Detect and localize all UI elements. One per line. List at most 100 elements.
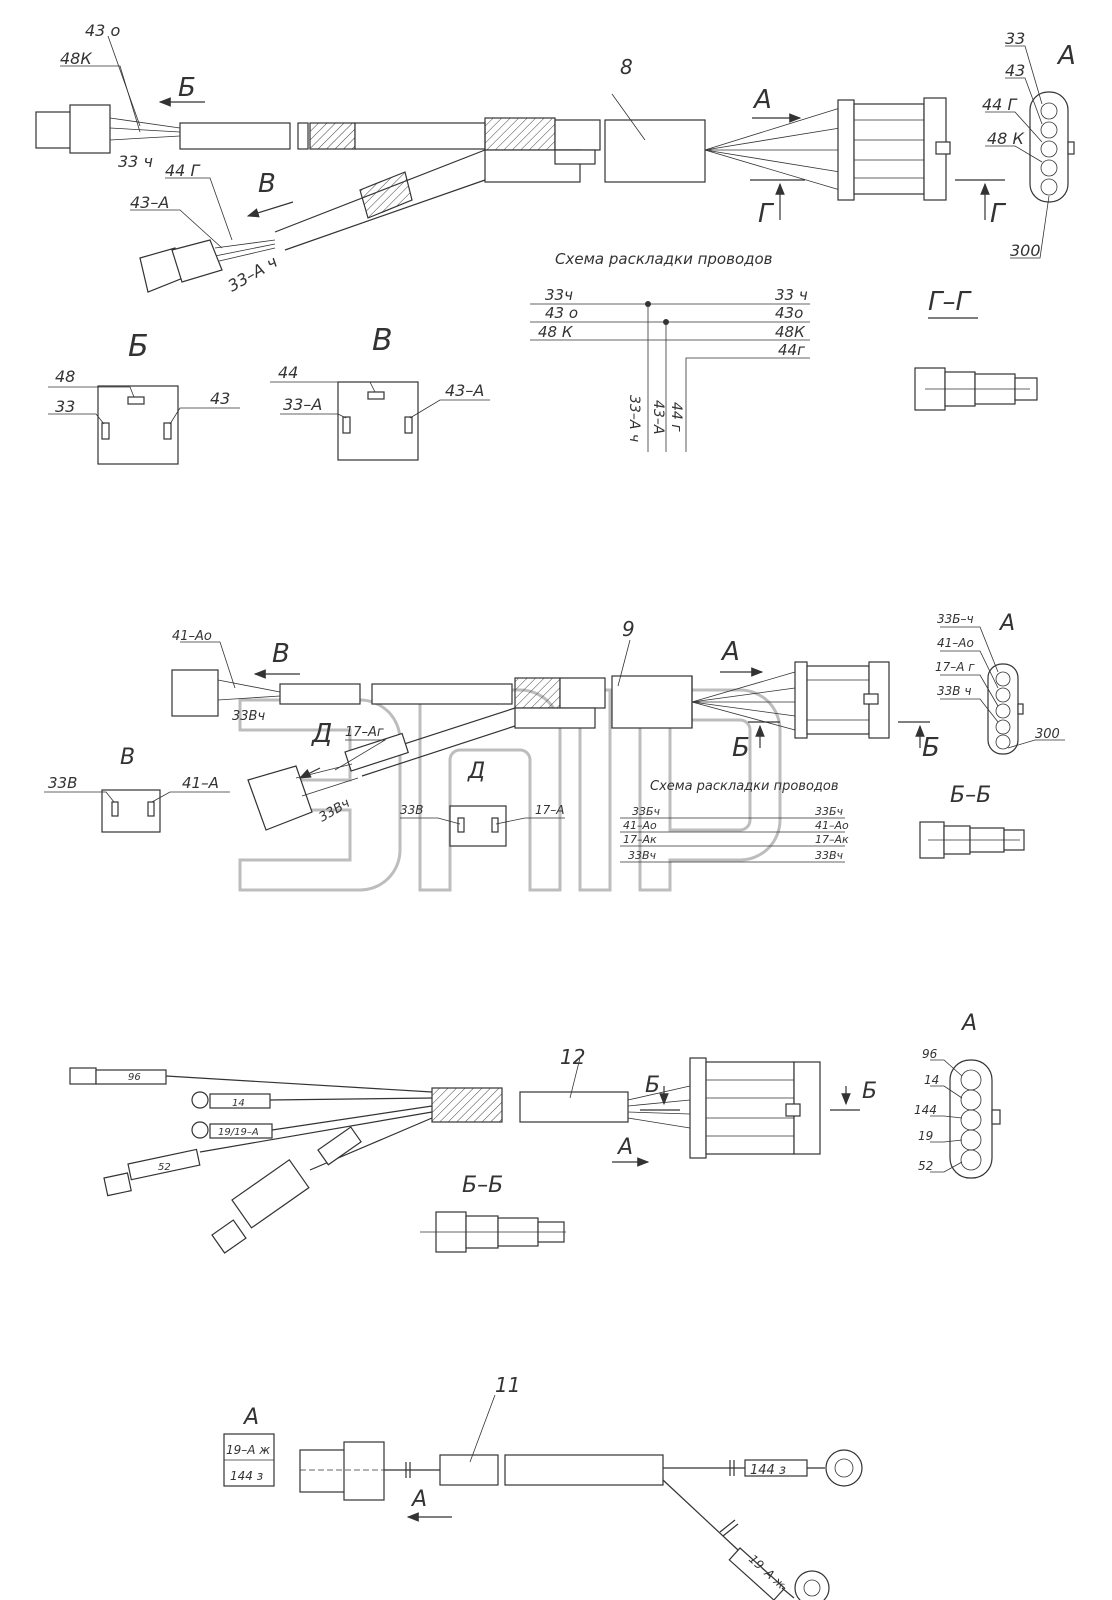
h8-view-v-left: 33–А (283, 395, 322, 414)
h12-terminal-96 (69, 1067, 97, 1085)
h8-scheme-row1-left: 33ч (545, 286, 573, 304)
h8-connector-a-title: А (1056, 41, 1076, 71)
h11-ring-19a (794, 1570, 830, 1600)
harness-9: 41–Ао В 33Вч 9 А Д 17–Аг 33Вч Б Б А 33Б–… (44, 611, 1065, 863)
h12-cut-b-right: Б (862, 1079, 877, 1104)
h11-view-a-row1: 19–А ж (226, 1443, 270, 1457)
h9-view-d-left: 33В (400, 803, 424, 817)
h8-view-a: А (752, 85, 772, 115)
h8-cut-g-left: Г (758, 199, 775, 229)
h9-connector-a-title: А (998, 611, 1015, 636)
h9-view-v-title: В (120, 745, 135, 770)
h11-view-a: А (410, 1487, 427, 1512)
h8-view-b: Б (178, 73, 196, 103)
h12-pin-19: 19 (918, 1129, 933, 1143)
h9-scheme: 33Бч 33Бч 41–Ао 41–Ао 17–Ак 17–Ак 33Вч 3… (620, 805, 849, 863)
h9-view-a: А (720, 637, 740, 667)
h9-label-41ao: 41–Ао (172, 629, 212, 644)
h11-sleeve-2 (504, 1454, 664, 1486)
h12-view-a: А (616, 1135, 633, 1160)
h9-scheme-row2-right: 41–Ао (815, 819, 849, 832)
h9-view-v-right: 41–А (182, 774, 219, 792)
h8-scheme-row4-right: 44г (778, 341, 805, 359)
harness8-connector-body (853, 103, 925, 195)
h9-scheme-row3-left: 17–Ак (623, 833, 657, 846)
harness8-left-plug (35, 111, 75, 149)
harness-8: 43 о 48К 33 ч Б 44 Г В 43–А 33–А ч 8 А Г… (35, 21, 1076, 465)
harness12-sleeve (519, 1091, 629, 1123)
h8-pin-33: 33 (1005, 29, 1025, 48)
h9-view-v: В (272, 639, 290, 669)
h12-section-drawing (420, 1211, 566, 1253)
h9-scheme-row4-right: 33Вч (815, 849, 844, 862)
h8-scheme-row2-left: 43 о (545, 304, 578, 322)
h8-pin-43: 43 (1005, 61, 1025, 80)
h9-scheme-row3-right: 17–Ак (815, 833, 849, 846)
h8-label-43o: 43 о (85, 21, 120, 40)
h8-label-48k: 48К (60, 49, 92, 68)
h11-ring-144 (825, 1449, 863, 1487)
h9-scheme-row2-left: 41–Ао (623, 819, 657, 832)
h8-scheme-vertical-44g: 44 г (668, 402, 684, 432)
h8-cut-g-right: Г (990, 199, 1007, 229)
h9-pin-33vch: 33В ч (937, 684, 971, 698)
h12-label-96: 96 (128, 1072, 141, 1083)
harness12-connector-nut (689, 1057, 707, 1159)
h8-pin-48k: 48 К (987, 129, 1024, 148)
h8-view-v-right: 43–А (445, 381, 484, 400)
h12-cut-b-left: Б (645, 1073, 660, 1098)
h12-label-14: 14 (232, 1098, 245, 1109)
h8-label-33ach: 33–А ч (225, 252, 281, 295)
h12-label-19: 19/19–А (218, 1127, 259, 1138)
h11-plug-body (343, 1441, 385, 1501)
h9-scheme-title: Схема раскладки проводов (650, 779, 839, 794)
h9-view-d-title: Д (467, 759, 485, 784)
h12-label-52: 52 (158, 1162, 171, 1173)
harness9-main-sleeve (611, 675, 693, 729)
harness9-branch-plug (247, 765, 313, 831)
h12-pin-14: 14 (924, 1073, 939, 1087)
h9-cut-b-left: Б (732, 733, 750, 763)
h8-section-title: Г–Г (928, 287, 972, 317)
h12-pin-144: 144 (914, 1103, 937, 1117)
h8-scheme-vertical-33a: 33–А ч (626, 395, 642, 442)
h12-ring-19 (191, 1121, 209, 1139)
harness9-tape (514, 677, 561, 709)
h8-scheme-title: Схема раскладки проводов (555, 250, 773, 268)
h8-view-b-left: 33 (55, 397, 75, 416)
h8-view-b-title: Б (128, 329, 149, 364)
harness-11: А 19–А ж 144 з 11 А 144 з 19–А (223, 1373, 863, 1600)
h9-label-33vch-2: 33Вч (317, 796, 353, 826)
h8-label-43a: 43–А (130, 193, 169, 212)
h11-tube-19a (728, 1547, 786, 1600)
h12-ring-14 (191, 1091, 209, 1109)
h9-section-drawing (919, 821, 1025, 859)
h9-view-d: Д (311, 719, 332, 749)
harness9-connector-nut (794, 661, 808, 739)
h9-view-d-right: 17–А (535, 803, 564, 817)
h8-view-b-top: 48 (55, 367, 75, 386)
h8-pin-44g: 44 Г (982, 95, 1017, 114)
h9-view-v-left: 33В (48, 774, 77, 792)
h9-ref-300: 300 (1035, 727, 1060, 742)
h11-number: 11 (495, 1373, 520, 1397)
h12-terminal-52 (103, 1172, 132, 1197)
harness12-connector-a-face (949, 1059, 993, 1179)
h8-number: 8 (620, 55, 633, 79)
h12-pin-52: 52 (918, 1159, 933, 1173)
h9-cut-b-right: Б (922, 733, 940, 763)
h12-pin-96: 96 (922, 1047, 938, 1061)
h9-label-33vch: 33Вч (232, 709, 265, 724)
h9-scheme-row4-left: 33Вч (628, 849, 657, 862)
h8-scheme-row3-right: 48К (775, 323, 806, 341)
harness8-connector-a-face (1029, 91, 1069, 203)
h11-sleeve-1 (439, 1454, 499, 1486)
h12-connector-a-title: А (960, 1011, 977, 1036)
harness8-tape-2 (484, 117, 556, 151)
h11-plug (299, 1449, 349, 1493)
h8-label-33ch: 33 ч (118, 152, 153, 171)
h8-view-b-right: 43 (210, 389, 230, 408)
h8-label-44g: 44 Г (165, 161, 200, 180)
h8-scheme: 33ч 33 ч 43 о 43о 48 К 48К 44г 33–А ч 43… (530, 286, 810, 452)
